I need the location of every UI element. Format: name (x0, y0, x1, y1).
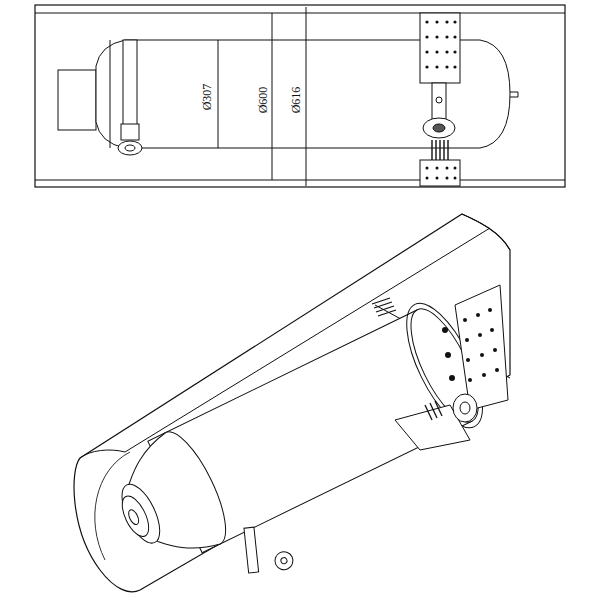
dimension-label: Ø307 (201, 83, 213, 112)
dimension-label: Ø616 (290, 86, 302, 115)
dimension-label: Ø600 (257, 86, 269, 115)
